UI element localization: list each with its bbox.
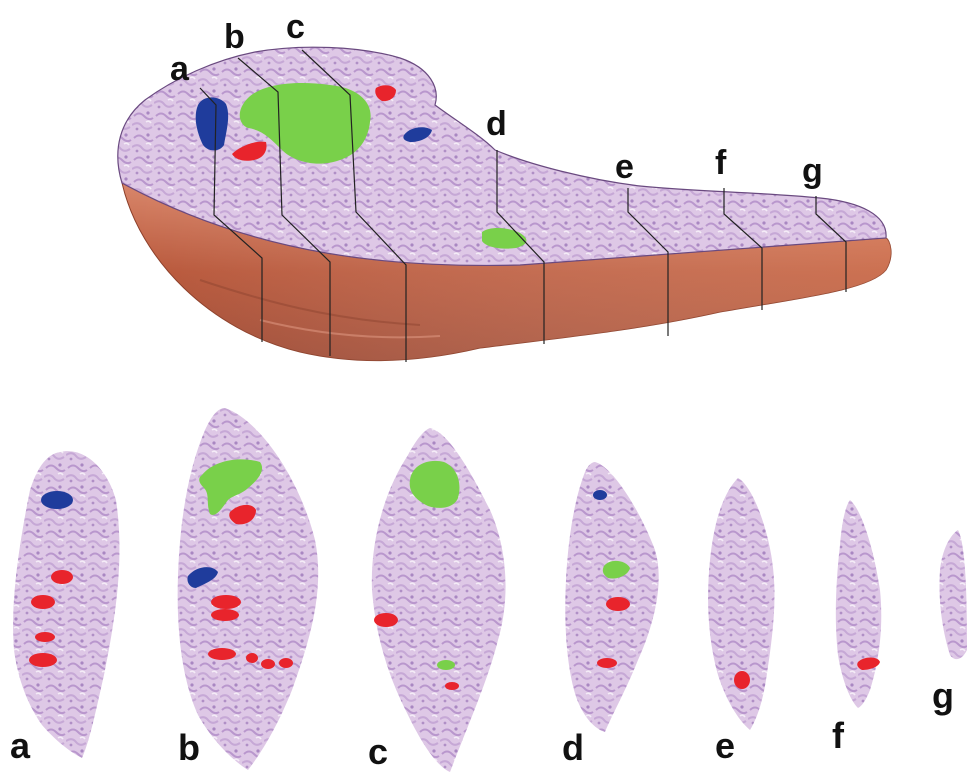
bottom-label-f: f [832, 715, 845, 756]
top-label-f: f [715, 144, 727, 182]
top-label-a: a [170, 50, 190, 88]
red-region [211, 595, 241, 609]
red-region [606, 597, 630, 611]
section-b: b [178, 408, 319, 770]
top-label-e: e [615, 148, 634, 186]
bottom-label-e: e [715, 725, 735, 766]
top-label-b: b [224, 18, 245, 56]
red-region [279, 658, 293, 668]
section-g: g [932, 530, 967, 716]
section-e: e [708, 478, 774, 766]
section-c: c [368, 428, 506, 772]
red-region [211, 609, 239, 621]
red-region [51, 570, 73, 584]
red-region [246, 653, 258, 663]
blue-region [593, 490, 607, 500]
section-f-tissue [836, 500, 881, 708]
section-d: d [562, 462, 659, 768]
section-e-tissue [708, 478, 774, 730]
bottom-label-a: a [10, 725, 31, 766]
red-region [734, 671, 750, 689]
top-label-c: c [286, 8, 305, 46]
green-region [437, 660, 455, 670]
red-region [374, 613, 398, 627]
red-region [261, 659, 275, 669]
red-region [208, 648, 236, 660]
blue-region [41, 491, 73, 509]
bottom-label-c: c [368, 731, 388, 772]
red-region [445, 682, 459, 690]
red-region [29, 653, 57, 667]
section-f: f [832, 500, 881, 756]
bottom-label-g: g [932, 675, 954, 716]
red-region [35, 632, 55, 642]
cross-sections: a b c [10, 408, 967, 772]
bottom-label-b: b [178, 727, 200, 768]
bottom-label-d: d [562, 727, 584, 768]
section-a: a [10, 451, 119, 766]
red-region [31, 595, 55, 609]
organ-3d: a b c d e f g [118, 8, 891, 362]
red-region [597, 658, 617, 668]
section-g-tissue [939, 530, 967, 659]
section-d-tissue [565, 462, 658, 732]
top-label-g: g [802, 152, 823, 190]
top-label-d: d [486, 105, 507, 143]
